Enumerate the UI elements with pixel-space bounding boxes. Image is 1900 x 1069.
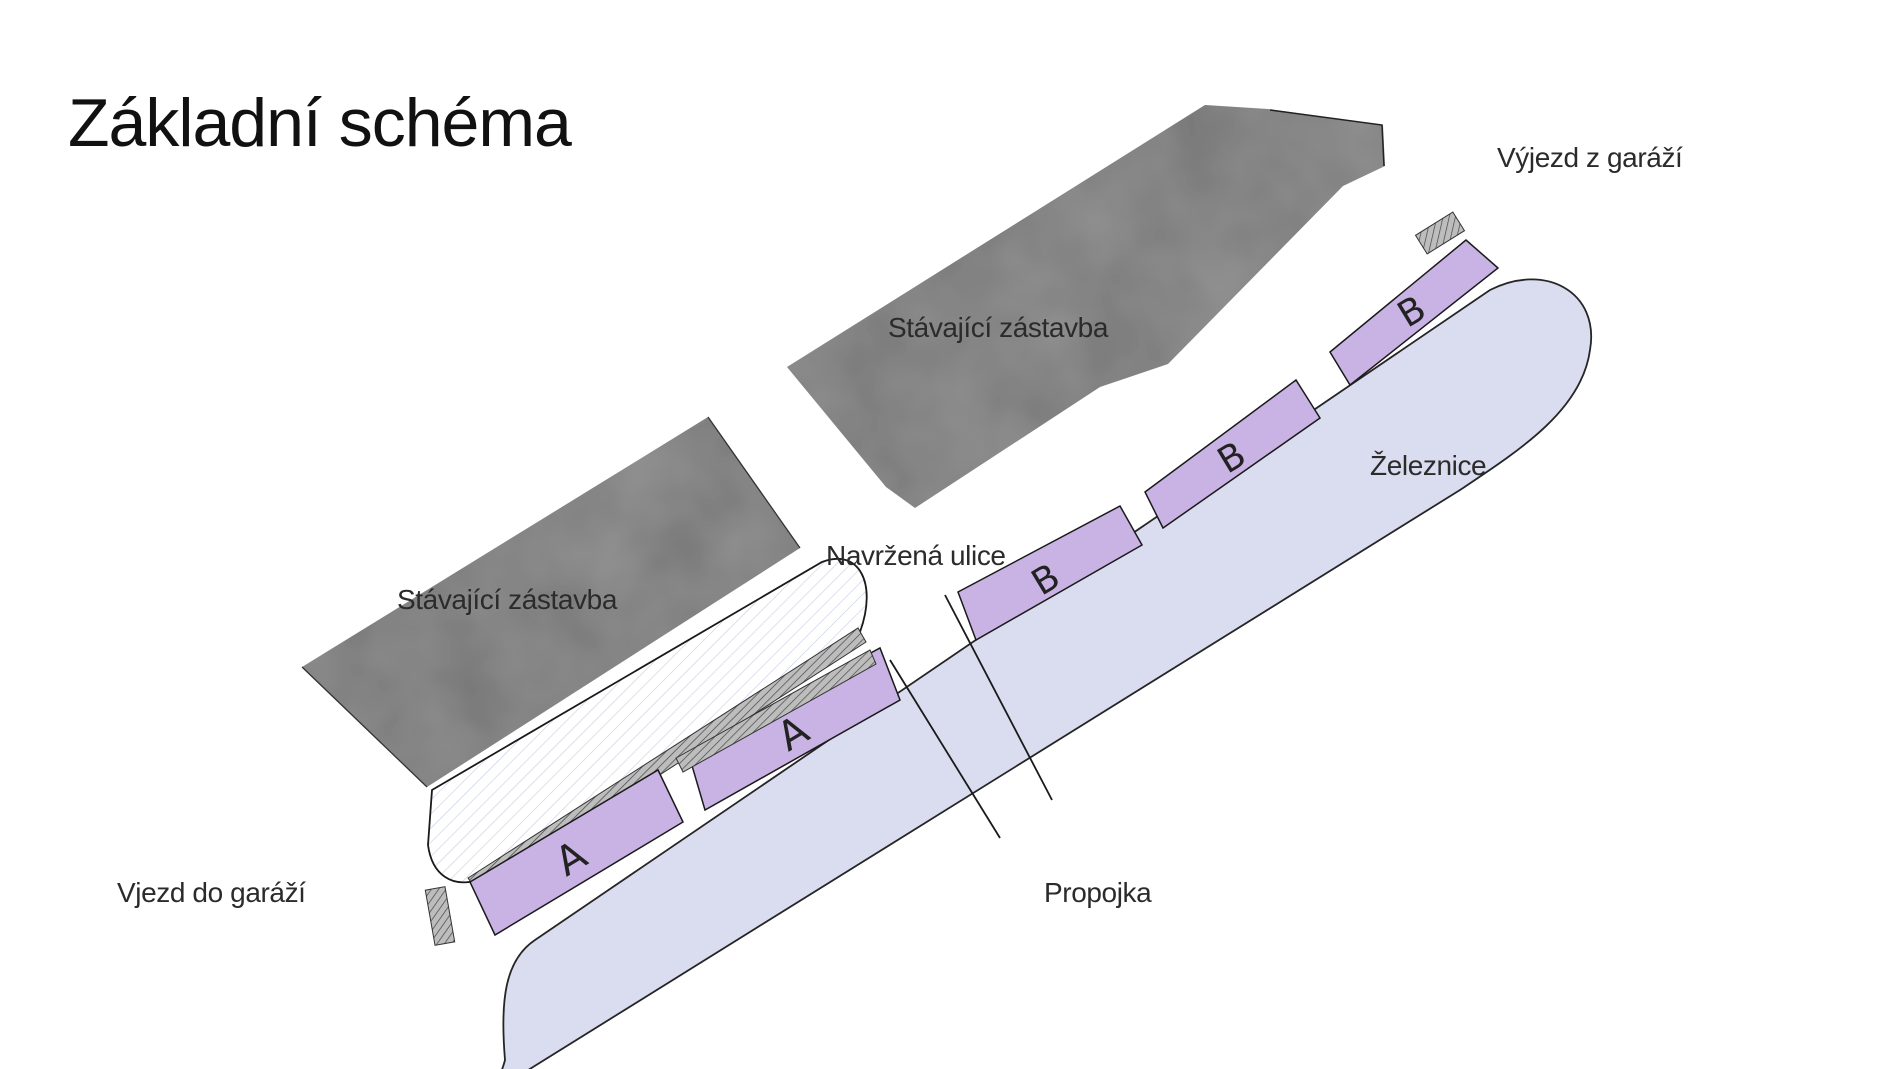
label-garage-entry: Vjezd do garáží (117, 877, 306, 908)
plot-b-3: B (1329, 239, 1500, 387)
existing-building-left (301, 416, 801, 788)
garage-exit-marker (1414, 211, 1466, 255)
label-proposed-street: Navržená ulice (826, 540, 1006, 571)
page-title: Základní schéma (68, 85, 572, 161)
label-existing-top: Stávající zástavba (888, 312, 1109, 343)
label-garage-exit: Výjezd z garáží (1497, 142, 1683, 173)
label-existing-left: Stávající zástavba (397, 584, 618, 615)
street-markers (889, 594, 1053, 839)
plot-a-1: A (469, 768, 684, 937)
plot-a-hatch-strip (675, 649, 877, 773)
label-railway: Železnice (1370, 450, 1487, 481)
existing-building-top (787, 105, 1385, 508)
garage-entry-marker (424, 886, 456, 946)
railway-area (501, 278, 1593, 1069)
plot-b-1: B (957, 504, 1144, 642)
label-connector: Propojka (1044, 877, 1152, 908)
